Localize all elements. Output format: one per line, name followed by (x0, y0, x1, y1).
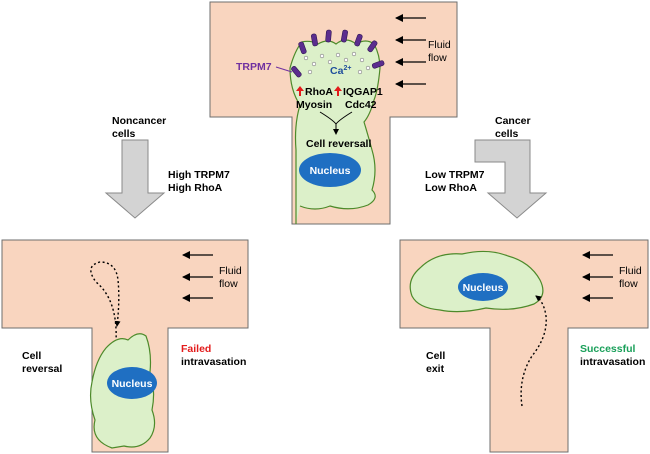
left-big-arrow (104, 139, 166, 219)
cancer-title-2: cells (495, 128, 519, 140)
top-flow-label: flow (428, 52, 447, 64)
bottom-left-fluid-label: Fluid (219, 265, 242, 277)
right-big-arrow (474, 139, 548, 219)
trpm7-label: TRPM7 (236, 61, 272, 73)
bottom-left-flow-arrows (182, 251, 213, 302)
bottom-right-cell-label-1: Cell (426, 350, 445, 362)
bottom-right-fluid-label: Fluid (619, 265, 642, 277)
bottom-right-intravasation-label: intravasation (580, 356, 645, 368)
failed-label: Failed (181, 343, 211, 355)
bottom-left-cell-label-2: reversal (22, 363, 62, 375)
bottom-right-nucleus (458, 273, 508, 301)
cell-reversal-label: Cell reversall (306, 138, 371, 150)
top-panel: Fluid flow TRPM7 Ca2+ Rh (209, 1, 458, 225)
noncancer-title-2: cells (112, 128, 136, 140)
bottom-left-nucleus-label: Nucleus (112, 378, 153, 390)
iqgap1-up-arrow (334, 86, 342, 96)
bottom-left-intravasation-label: intravasation (181, 356, 246, 368)
myosin-label: Myosin (296, 99, 332, 111)
top-nucleus-label: Nucleus (310, 165, 351, 177)
successful-label: Successful (580, 343, 636, 355)
bottom-right-flow-arrows (582, 251, 613, 302)
bottom-left-reversal-path (90, 261, 121, 343)
bottom-right-nucleus-label: Nucleus (463, 282, 504, 294)
iqgap1-label: IQGAP1 (343, 86, 383, 98)
trpm7-pointer (275, 66, 293, 73)
calcium-label: Ca2+ (330, 65, 351, 77)
top-flow-arrows (395, 14, 426, 88)
merge-arrow (319, 111, 353, 135)
bottom-right-flow-label: flow (619, 278, 638, 290)
noncancer-title-1: Noncancer (112, 115, 166, 127)
top-nucleus (299, 153, 361, 187)
cdc42-label: Cdc42 (345, 99, 377, 111)
top-fluid-label: Fluid (428, 39, 451, 51)
high-trpm7-label: High TRPM7 (168, 169, 230, 181)
low-trpm7-label: Low TRPM7 (425, 169, 485, 181)
bottom-left-nucleus (107, 367, 157, 399)
cancer-title-1: Cancer (495, 115, 531, 127)
bottom-left-panel: Fluid flow Nucleus Cell reversal Failed … (1, 239, 249, 453)
high-rhoa-label: High RhoA (168, 182, 223, 194)
right-branch: Cancer cells Low TRPM7 Low RhoA (425, 115, 548, 219)
rhoa-up-arrow (296, 86, 304, 96)
left-branch: Noncancer cells High TRPM7 High RhoA (104, 115, 230, 219)
bottom-right-cell-label-2: exit (426, 363, 445, 375)
trpm7-channel-icons (291, 29, 385, 78)
calcium-ions (303, 51, 371, 75)
bottom-left-cell-label-1: Cell (22, 350, 41, 362)
low-rhoa-label: Low RhoA (425, 182, 477, 194)
rhoa-label: RhoA (305, 86, 333, 98)
bottom-right-panel: Fluid flow Nucleus Cell exit Successful … (399, 239, 649, 453)
bottom-left-flow-label: flow (219, 278, 238, 290)
